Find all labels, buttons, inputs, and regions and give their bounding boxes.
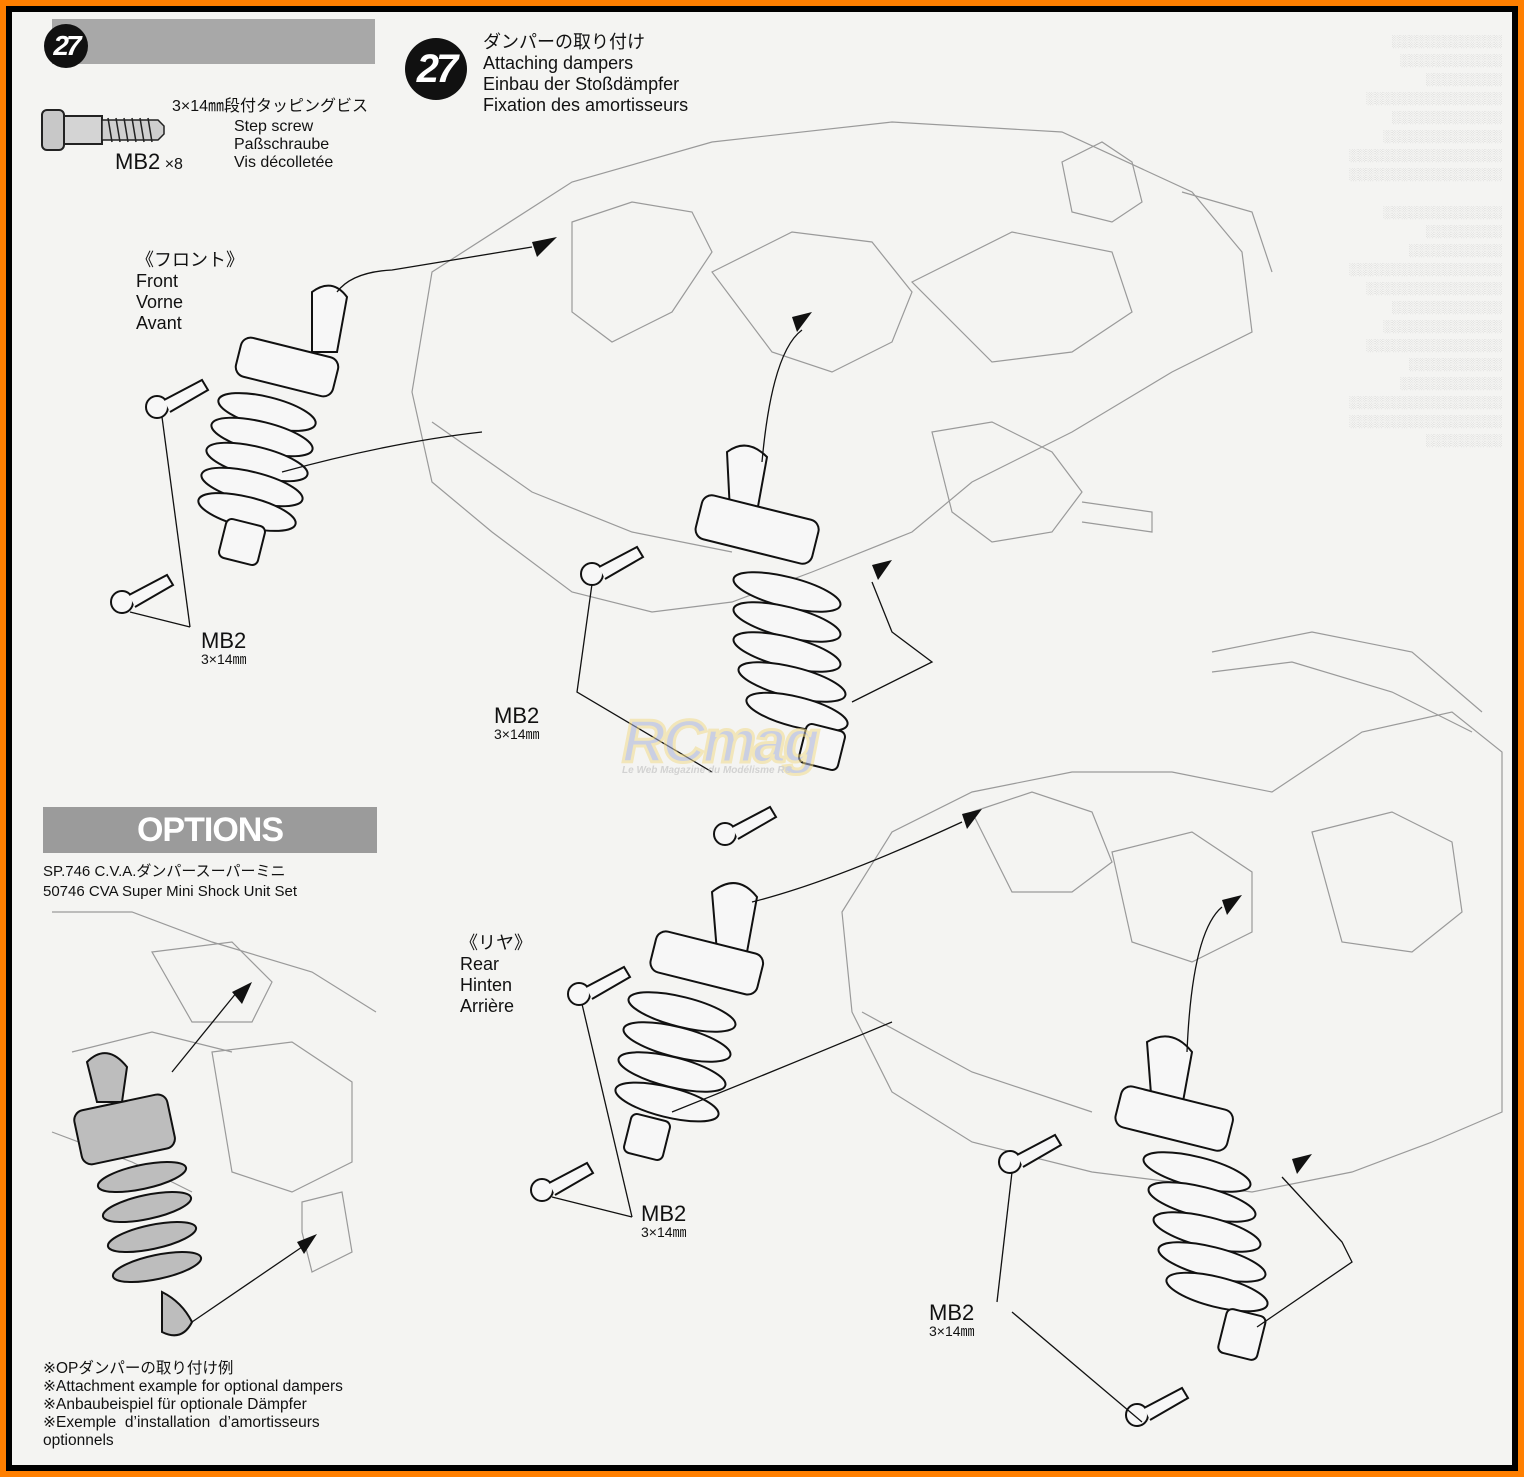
options-header: OPTIONS bbox=[43, 807, 377, 853]
step-title-en: Attaching dampers bbox=[483, 53, 634, 73]
rear-label: 《リヤ》 Rear Hinten Arrière bbox=[460, 933, 532, 1017]
options-item-jp: SP.746 C.V.A.ダンパースーパーミニ bbox=[43, 863, 286, 880]
front-label: 《フロント》 Front Vorne Avant bbox=[136, 250, 244, 334]
rear-right-screw-callout: MB2 3×14㎜ bbox=[929, 1300, 975, 1339]
options-note-fr: ※Exemple d’installation d’amortisseurs o… bbox=[43, 1414, 324, 1449]
parts-name-fr: Vis décolletée bbox=[234, 154, 334, 171]
rear-label-fr: Arrière bbox=[460, 996, 515, 1016]
step-header-bar bbox=[52, 19, 375, 64]
front-label-jp: 《フロント》 bbox=[136, 250, 244, 270]
options-note-en: ※Attachment example for optional dampers bbox=[43, 1378, 343, 1395]
step-screw-icon bbox=[41, 109, 165, 151]
options-note-jp: ※OPダンパーの取り付け例 bbox=[43, 1360, 234, 1377]
parts-name-jp: 3×14㎜段付タッピングビス bbox=[172, 98, 369, 115]
chassis-illustration bbox=[51, 121, 1503, 1427]
front-label-en: Front bbox=[136, 271, 179, 291]
step-title: ダンパーの取り付け Attaching dampers Einbau der S… bbox=[483, 32, 688, 116]
option-damper bbox=[73, 1052, 203, 1337]
watermark-tagline: Le Web Magazine du Modélisme RC bbox=[622, 765, 792, 776]
step-title-fr: Fixation des amortisseurs bbox=[483, 95, 689, 115]
manual-page: ░░░░░░░░░░░░░░░░░░░░░░░░░░░░░░░░░░░░░░░░… bbox=[12, 12, 1512, 1465]
rear-label-de: Hinten bbox=[460, 975, 513, 995]
rear-left-screw-callout: MB2 3×14㎜ bbox=[641, 1201, 687, 1240]
options-note: ※OPダンパーの取り付け例 ※Attachment example for op… bbox=[43, 1360, 379, 1450]
rear-label-jp: 《リヤ》 bbox=[460, 933, 532, 953]
screw-icons bbox=[110, 378, 1190, 1427]
step-number-badge-small: 27 bbox=[44, 24, 88, 68]
step-title-de: Einbau der Stoßdämpfer bbox=[483, 74, 680, 94]
parts-code: MB2 ×8 bbox=[115, 149, 183, 174]
step-number: 27 bbox=[53, 30, 81, 61]
rear-left-damper bbox=[614, 882, 765, 1161]
parts-name-de: Paßschraube bbox=[234, 136, 330, 153]
step-number-badge-large: 27 bbox=[405, 38, 467, 100]
watermark-brand: RCmag bbox=[620, 707, 821, 777]
front-label-de: Vorne bbox=[136, 292, 184, 312]
middle-damper bbox=[694, 444, 849, 771]
options-note-de: ※Anbaubeispiel für optionale Dämpfer bbox=[43, 1396, 307, 1413]
step-number-large: 27 bbox=[416, 46, 458, 91]
step-title-jp: ダンパーの取り付け bbox=[483, 32, 645, 52]
options-item-en: 50746 CVA Super Mini Shock Unit Set bbox=[43, 883, 298, 900]
bleed-through-text: ░░░░░░░░░░░░░░░░░░░░░░░░░░░░░░░░░░░░░░░░… bbox=[1348, 34, 1502, 447]
parts-name-en: Step screw bbox=[234, 118, 314, 135]
rear-right-damper bbox=[1114, 1035, 1269, 1361]
front-label-fr: Avant bbox=[136, 313, 182, 333]
rear-label-en: Rear bbox=[460, 954, 500, 974]
watermark: RCmag Le Web Magazine du Modélisme RC bbox=[620, 707, 912, 787]
options-item: SP.746 C.V.A.ダンパースーパーミニ 50746 CVA Super … bbox=[43, 862, 297, 902]
middle-screw-callout: MB2 3×14㎜ bbox=[494, 703, 540, 742]
front-screw-callout: MB2 3×14㎜ bbox=[201, 628, 247, 667]
